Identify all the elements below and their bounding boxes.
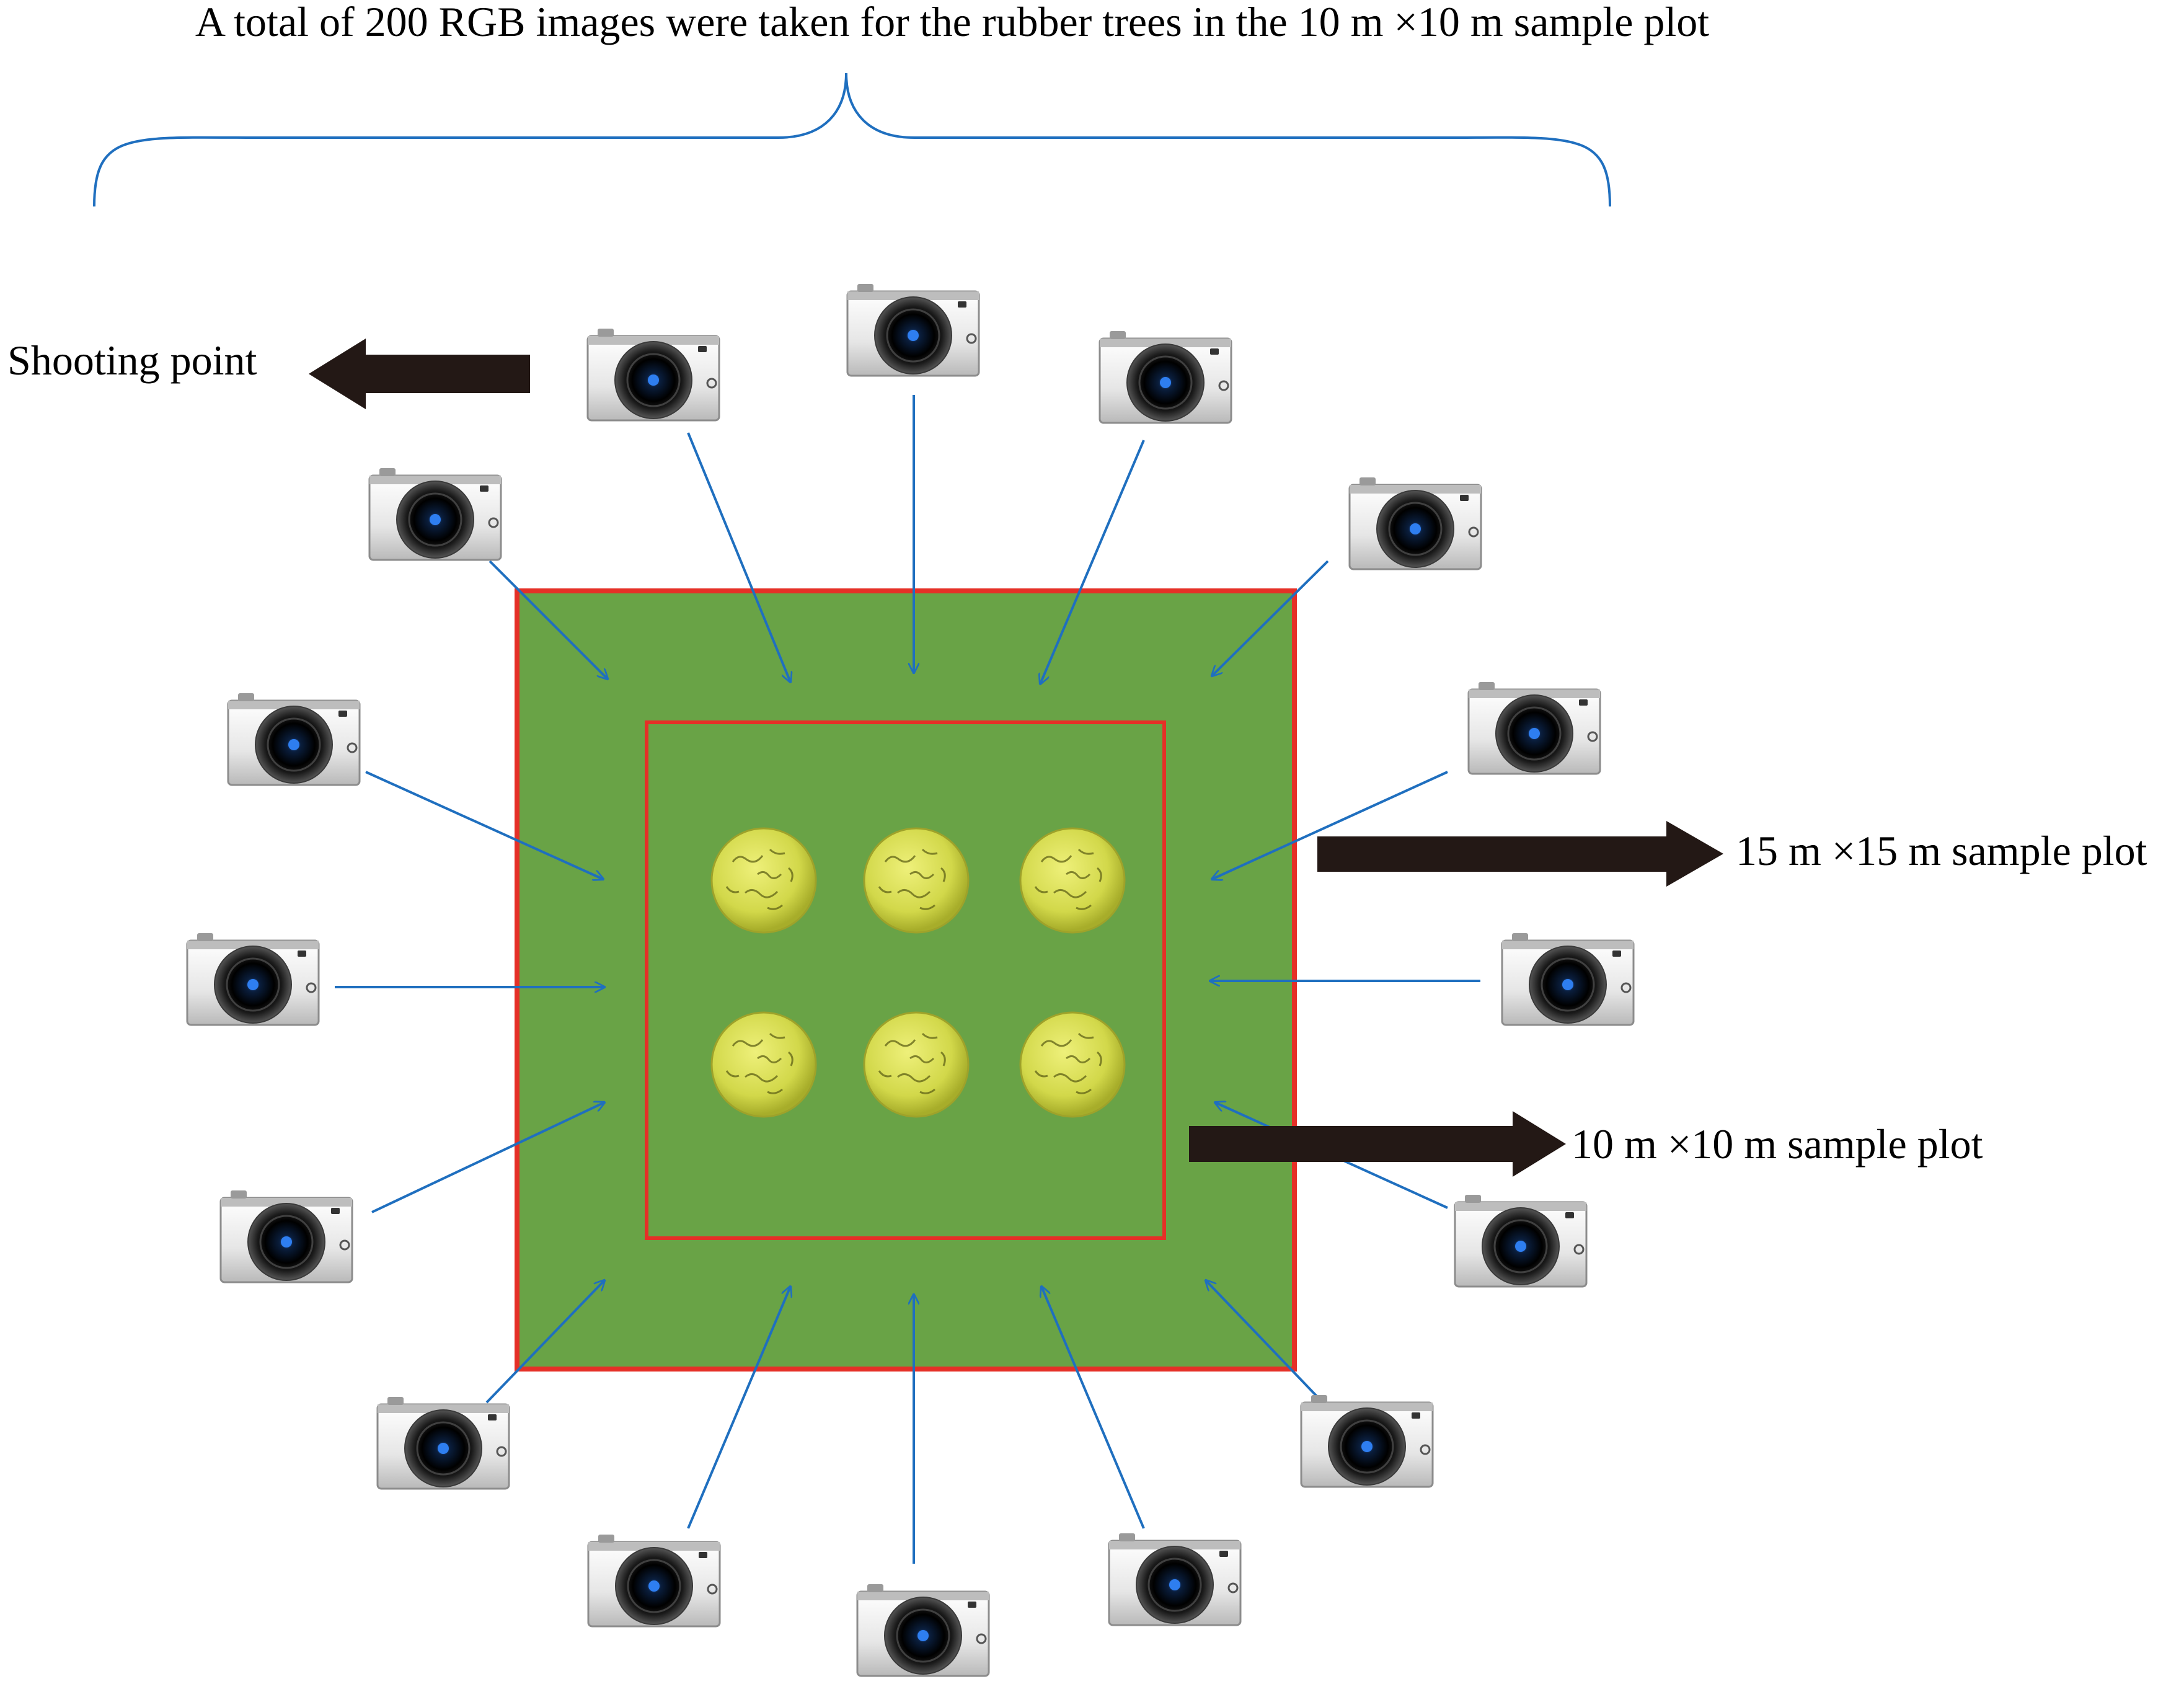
- sight-arrow: [485, 1280, 604, 1404]
- sight-arrow: [1041, 1287, 1145, 1529]
- tree-crown-icon: [1019, 1011, 1126, 1118]
- camera-icon: [368, 467, 502, 561]
- sight-arrow: [1212, 560, 1329, 676]
- camera-icon: [587, 1533, 721, 1628]
- sight-arrow: [687, 1287, 790, 1529]
- tree-crown-icon: [863, 1011, 970, 1118]
- camera-icon: [1099, 330, 1232, 424]
- camera-icon: [586, 327, 720, 422]
- sight-arrows: [335, 395, 1480, 1564]
- camera-icon: [1300, 1394, 1434, 1488]
- sight-arrow: [1212, 771, 1448, 879]
- camera-icon: [846, 283, 980, 377]
- shooting-point-arrow: [309, 339, 530, 409]
- sight-arrow: [489, 560, 608, 679]
- camera-icon: [1454, 1194, 1588, 1288]
- tree-crown-icon: [1019, 827, 1126, 934]
- camera-icon: [856, 1583, 990, 1677]
- tree-crown-icon: [710, 1011, 817, 1118]
- tree-crown-icon: [710, 827, 817, 934]
- title-bracket: [93, 73, 1611, 207]
- figure-title: A total of 200 RGB images were taken for…: [195, 0, 1709, 45]
- sight-arrow: [371, 1102, 604, 1213]
- outer-plot-arrow: [1317, 821, 1723, 887]
- sight-arrow: [1206, 1280, 1322, 1401]
- camera-icon: [1467, 681, 1601, 775]
- inner-plot-arrow: [1189, 1111, 1566, 1177]
- camera-icon: [1348, 476, 1482, 570]
- camera-icon: [376, 1396, 510, 1490]
- outer-sample-plot: [515, 588, 1297, 1372]
- inner-sample-plot: [645, 720, 1166, 1240]
- camera-icon: [186, 932, 320, 1026]
- outer-plot-label: 15 m ×15 m sample plot: [1736, 827, 2147, 874]
- inner-plot-label: 10 m ×10 m sample plot: [1572, 1120, 1983, 1168]
- sight-arrow: [365, 771, 603, 879]
- tree-crown-icon: [863, 827, 970, 934]
- camera-icon: [227, 692, 361, 786]
- sight-arrow: [1040, 440, 1145, 684]
- shooting-point-label: Shooting point: [7, 337, 257, 384]
- camera-icon: [1108, 1532, 1242, 1626]
- sight-arrow: [687, 432, 790, 682]
- camera-icon: [1501, 932, 1635, 1026]
- camera-icon: [219, 1189, 353, 1283]
